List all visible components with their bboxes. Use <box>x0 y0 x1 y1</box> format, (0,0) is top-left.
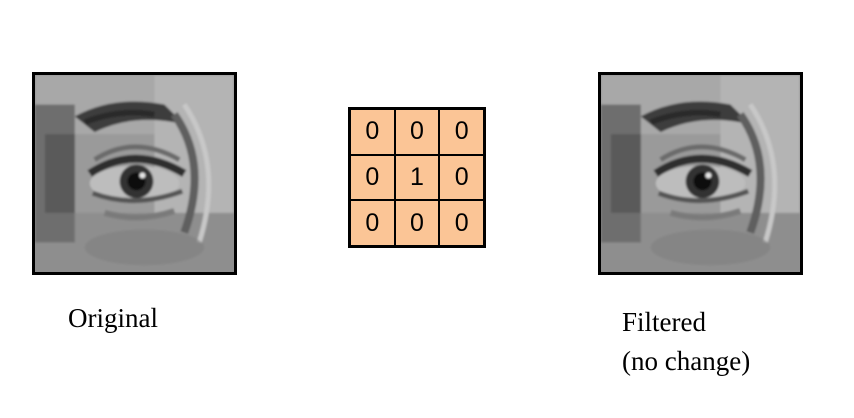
kernel-cell: 0 <box>395 201 439 245</box>
original-caption: Original <box>68 303 158 333</box>
kernel-cell: 0 <box>351 201 394 245</box>
kernel-cell: 0 <box>440 155 483 200</box>
filtered-caption: Filtered <box>622 307 706 337</box>
kernel-cell: 0 <box>351 110 394 154</box>
eye-photo-filtered <box>601 75 800 272</box>
kernel-cell: 0 <box>440 201 483 245</box>
kernel-cell: 0 <box>440 110 483 154</box>
kernel-cell: 0 <box>395 110 439 154</box>
kernel-cell-center: 1 <box>395 155 439 200</box>
filter-kernel: 0 0 0 0 1 0 0 0 0 <box>348 107 486 248</box>
filtered-image <box>598 72 803 275</box>
eye-photo-original <box>35 75 234 272</box>
filtered-note: (no change) <box>622 346 751 376</box>
kernel-cell: 0 <box>351 155 394 200</box>
original-image <box>32 72 237 275</box>
